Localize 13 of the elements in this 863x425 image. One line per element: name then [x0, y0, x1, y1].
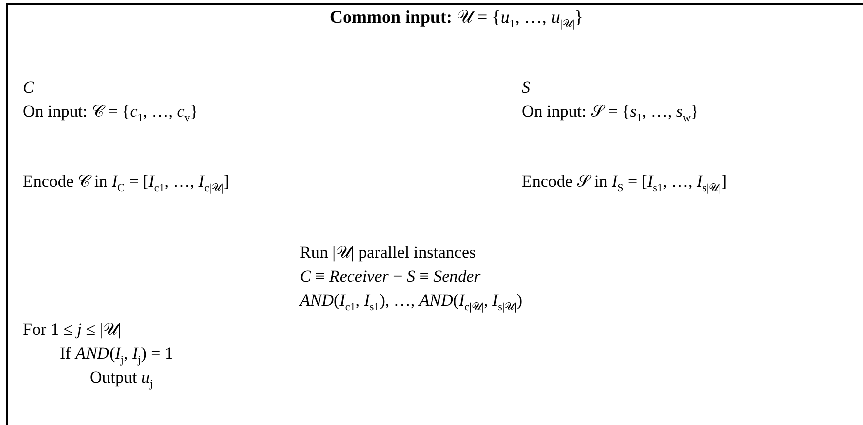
protocol-step: AND(I$_{c1}$, I$_{s1}$), …, AND(I$_{c|𝒰|}$, I$_{s|𝒰|}$): [300, 291, 523, 318]
protocol-step: C ≡ Receiver − S ≡ Sender: [300, 267, 481, 287]
protocol-step: Encode 𝒞 in I$_{C}$ = [I$_{c1}$, …, I$_{c|𝒰|}$]: [23, 172, 230, 198]
protocol-step: Run |𝒰| parallel instances: [300, 243, 476, 263]
protocol-step: Encode 𝒮 in I$_{S}$ = [I$_{s1}$, …, I$_{s|𝒰|}$]: [522, 172, 727, 198]
protocol-step: On input: 𝒮 = {s$_{1}$, …, s$_{w}$}: [522, 102, 700, 128]
protocol-step: If AND(I$_{j}$, I$_{j}$) = 1: [60, 344, 174, 370]
protocol-step: For 1 ≤ j ≤ |𝒰|: [23, 320, 122, 340]
protocol-step: C: [23, 78, 34, 98]
protocol-step: S: [522, 78, 530, 98]
title: Common input: 𝒰 = {u$_{1}$, …, u$_{|𝒰|}$}: [330, 7, 584, 33]
protocol-step: Output u$_{j}$: [90, 368, 154, 394]
protocol-step: On input: 𝒞 = {c$_{1}$, …, c$_{v}$}: [23, 102, 198, 128]
